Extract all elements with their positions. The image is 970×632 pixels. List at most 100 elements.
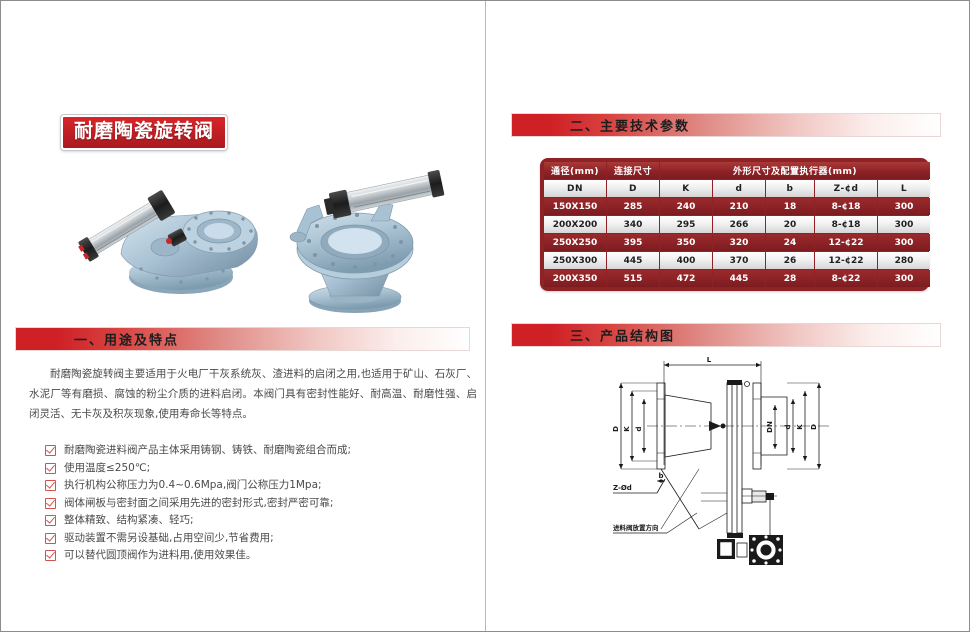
- product-title-badge: 耐磨陶瓷旋转阀: [59, 114, 229, 151]
- cell-dn: 250X300: [544, 252, 606, 269]
- cell-l: 300: [878, 198, 931, 215]
- structure-drawing: L D K: [601, 353, 901, 568]
- cell-l: 300: [878, 216, 931, 233]
- table-row: 200X350 515 472 445 28 8-¢22 300: [544, 270, 931, 287]
- spec-table-container: 通径(mm) 连接尺寸 外形尺寸及配置执行器(mm) DN D K d b Z-…: [540, 158, 931, 291]
- cell-k: 295: [660, 216, 712, 233]
- page-gutter-divider: [485, 1, 486, 631]
- cell-k: 400: [660, 252, 712, 269]
- dim-label-D-left: D: [612, 426, 620, 432]
- feature-list: 耐磨陶瓷进料阀产品主体采用铸钢、铸铁、耐磨陶瓷组合而成; 使用温度≤250℃; …: [45, 443, 465, 566]
- cell-d: 395: [607, 234, 659, 251]
- cell-dn: 200X200: [544, 216, 606, 233]
- dim-label-b: b: [658, 472, 663, 480]
- table-row: 250X300 445 400 370 26 12-¢22 280: [544, 252, 931, 269]
- section-header-parameters-label: 二、主要技术参数: [570, 119, 691, 135]
- cell-small-d: 445: [713, 270, 765, 287]
- feature-text: 可以替代圆顶阀作为进料用,使用效果佳。: [64, 549, 257, 561]
- list-item: 耐磨陶瓷进料阀产品主体采用铸钢、铸铁、耐磨陶瓷组合而成;: [45, 443, 465, 457]
- cell-b: 26: [766, 252, 814, 269]
- cell-z-phi-d: 12-¢22: [815, 234, 877, 251]
- cell-z-phi-d: 8-¢22: [815, 270, 877, 287]
- annotation-orientation: 进料阀放置方向: [613, 523, 659, 532]
- dim-label-D-right: D: [810, 424, 818, 430]
- dim-label-K-left: K: [623, 426, 631, 432]
- table-header-connection: 连接尺寸: [607, 162, 659, 179]
- section-header-uses-label: 一、用途及特点: [74, 333, 180, 349]
- annotation-bolt-spec: Z-Ød: [613, 484, 632, 492]
- cell-k: 472: [660, 270, 712, 287]
- feature-text: 整体精致、结构紧凑、轻巧;: [64, 514, 194, 526]
- cell-d: 340: [607, 216, 659, 233]
- table-subheader-l: L: [878, 180, 931, 197]
- dim-label-d-right: d: [784, 424, 792, 429]
- structure-drawing-svg: L D K: [612, 356, 831, 565]
- feature-text: 耐磨陶瓷进料阀产品主体采用铸钢、铸铁、耐磨陶瓷组合而成;: [64, 444, 352, 456]
- product-photo-group: [59, 153, 459, 313]
- list-item: 阀体闸板与密封面之间采用先进的密封形式,密封严密可靠;: [45, 496, 465, 510]
- uses-paragraph: 耐磨陶瓷旋转阀主要适用于火电厂干灰系统灰、渣进料的启闭之用,也适用于矿山、石灰厂…: [29, 368, 477, 420]
- table-subheader-dn: DN: [544, 180, 606, 197]
- list-item: 使用温度≤250℃;: [45, 461, 465, 475]
- cell-l: 300: [878, 234, 931, 251]
- feature-text: 使用温度≤250℃;: [64, 461, 151, 474]
- valve-photo-right: [289, 170, 445, 313]
- cell-z-phi-d: 12-¢22: [815, 252, 877, 269]
- cell-l: 280: [878, 252, 931, 269]
- cell-d: 445: [607, 252, 659, 269]
- cell-small-d: 266: [713, 216, 765, 233]
- table-header-group-row: 通径(mm) 连接尺寸 外形尺寸及配置执行器(mm): [544, 162, 931, 179]
- checkbox-checked-icon: [45, 480, 56, 491]
- checkbox-checked-icon: [45, 550, 56, 561]
- cell-d: 285: [607, 198, 659, 215]
- section-header-uses: 一、用途及特点: [15, 327, 470, 351]
- cell-d: 515: [607, 270, 659, 287]
- section-header-structure-label: 三、产品结构图: [570, 329, 676, 345]
- table-subheader-z-phi-d: Z-¢d: [815, 180, 877, 197]
- section-header-parameters: 二、主要技术参数: [511, 113, 941, 137]
- checkbox-checked-icon: [45, 445, 56, 456]
- cell-small-d: 320: [713, 234, 765, 251]
- cell-dn: 200X350: [544, 270, 606, 287]
- table-header-sub-row: DN D K d b Z-¢d L: [544, 180, 931, 197]
- section-header-structure: 三、产品结构图: [511, 323, 941, 347]
- valve-photo-left: [78, 190, 258, 294]
- cell-l: 300: [878, 270, 931, 287]
- feature-text: 执行机构公称压力为0.4~0.6Mpa,阀门公称压力1Mpa;: [64, 479, 322, 491]
- cell-z-phi-d: 8-¢18: [815, 216, 877, 233]
- table-subheader-k: K: [660, 180, 712, 197]
- cell-small-d: 370: [713, 252, 765, 269]
- cell-b: 24: [766, 234, 814, 251]
- cell-k: 240: [660, 198, 712, 215]
- spec-table: 通径(mm) 连接尺寸 外形尺寸及配置执行器(mm) DN D K d b Z-…: [543, 161, 931, 288]
- list-item: 可以替代圆顶阀作为进料用,使用效果佳。: [45, 548, 465, 562]
- cell-z-phi-d: 8-¢18: [815, 198, 877, 215]
- table-row: 150X150 285 240 210 18 8-¢18 300: [544, 198, 931, 215]
- cell-dn: 250X250: [544, 234, 606, 251]
- feature-text: 驱动装置不需另设基础,占用空间少,节省费用;: [64, 531, 274, 544]
- list-item: 驱动装置不需另设基础,占用空间少,节省费用;: [45, 531, 465, 545]
- valve-photos-svg: [78, 170, 445, 313]
- table-header-bore: 通径(mm): [544, 162, 606, 179]
- table-row: 200X200 340 295 266 20 8-¢18 300: [544, 216, 931, 233]
- table-subheader-d: D: [607, 180, 659, 197]
- dim-label-L: L: [707, 356, 712, 364]
- cell-small-d: 210: [713, 198, 765, 215]
- cell-b: 28: [766, 270, 814, 287]
- feature-text: 阀体闸板与密封面之间采用先进的密封形式,密封严密可靠;: [64, 496, 334, 509]
- list-item: 整体精致、结构紧凑、轻巧;: [45, 513, 465, 527]
- table-header-dimensions: 外形尺寸及配置执行器(mm): [660, 162, 931, 179]
- checkbox-checked-icon: [45, 532, 56, 544]
- dim-label-K-right: K: [796, 424, 804, 430]
- checkbox-checked-icon: [45, 497, 56, 509]
- cell-k: 350: [660, 234, 712, 251]
- table-subheader-small-d: d: [713, 180, 765, 197]
- dim-label-d-left: d: [635, 426, 643, 431]
- cell-b: 20: [766, 216, 814, 233]
- checkbox-checked-icon: [45, 462, 56, 474]
- table-row: 250X250 395 350 320 24 12-¢22 300: [544, 234, 931, 251]
- cell-dn: 150X150: [544, 198, 606, 215]
- table-subheader-b: b: [766, 180, 814, 197]
- checkbox-checked-icon: [45, 515, 56, 526]
